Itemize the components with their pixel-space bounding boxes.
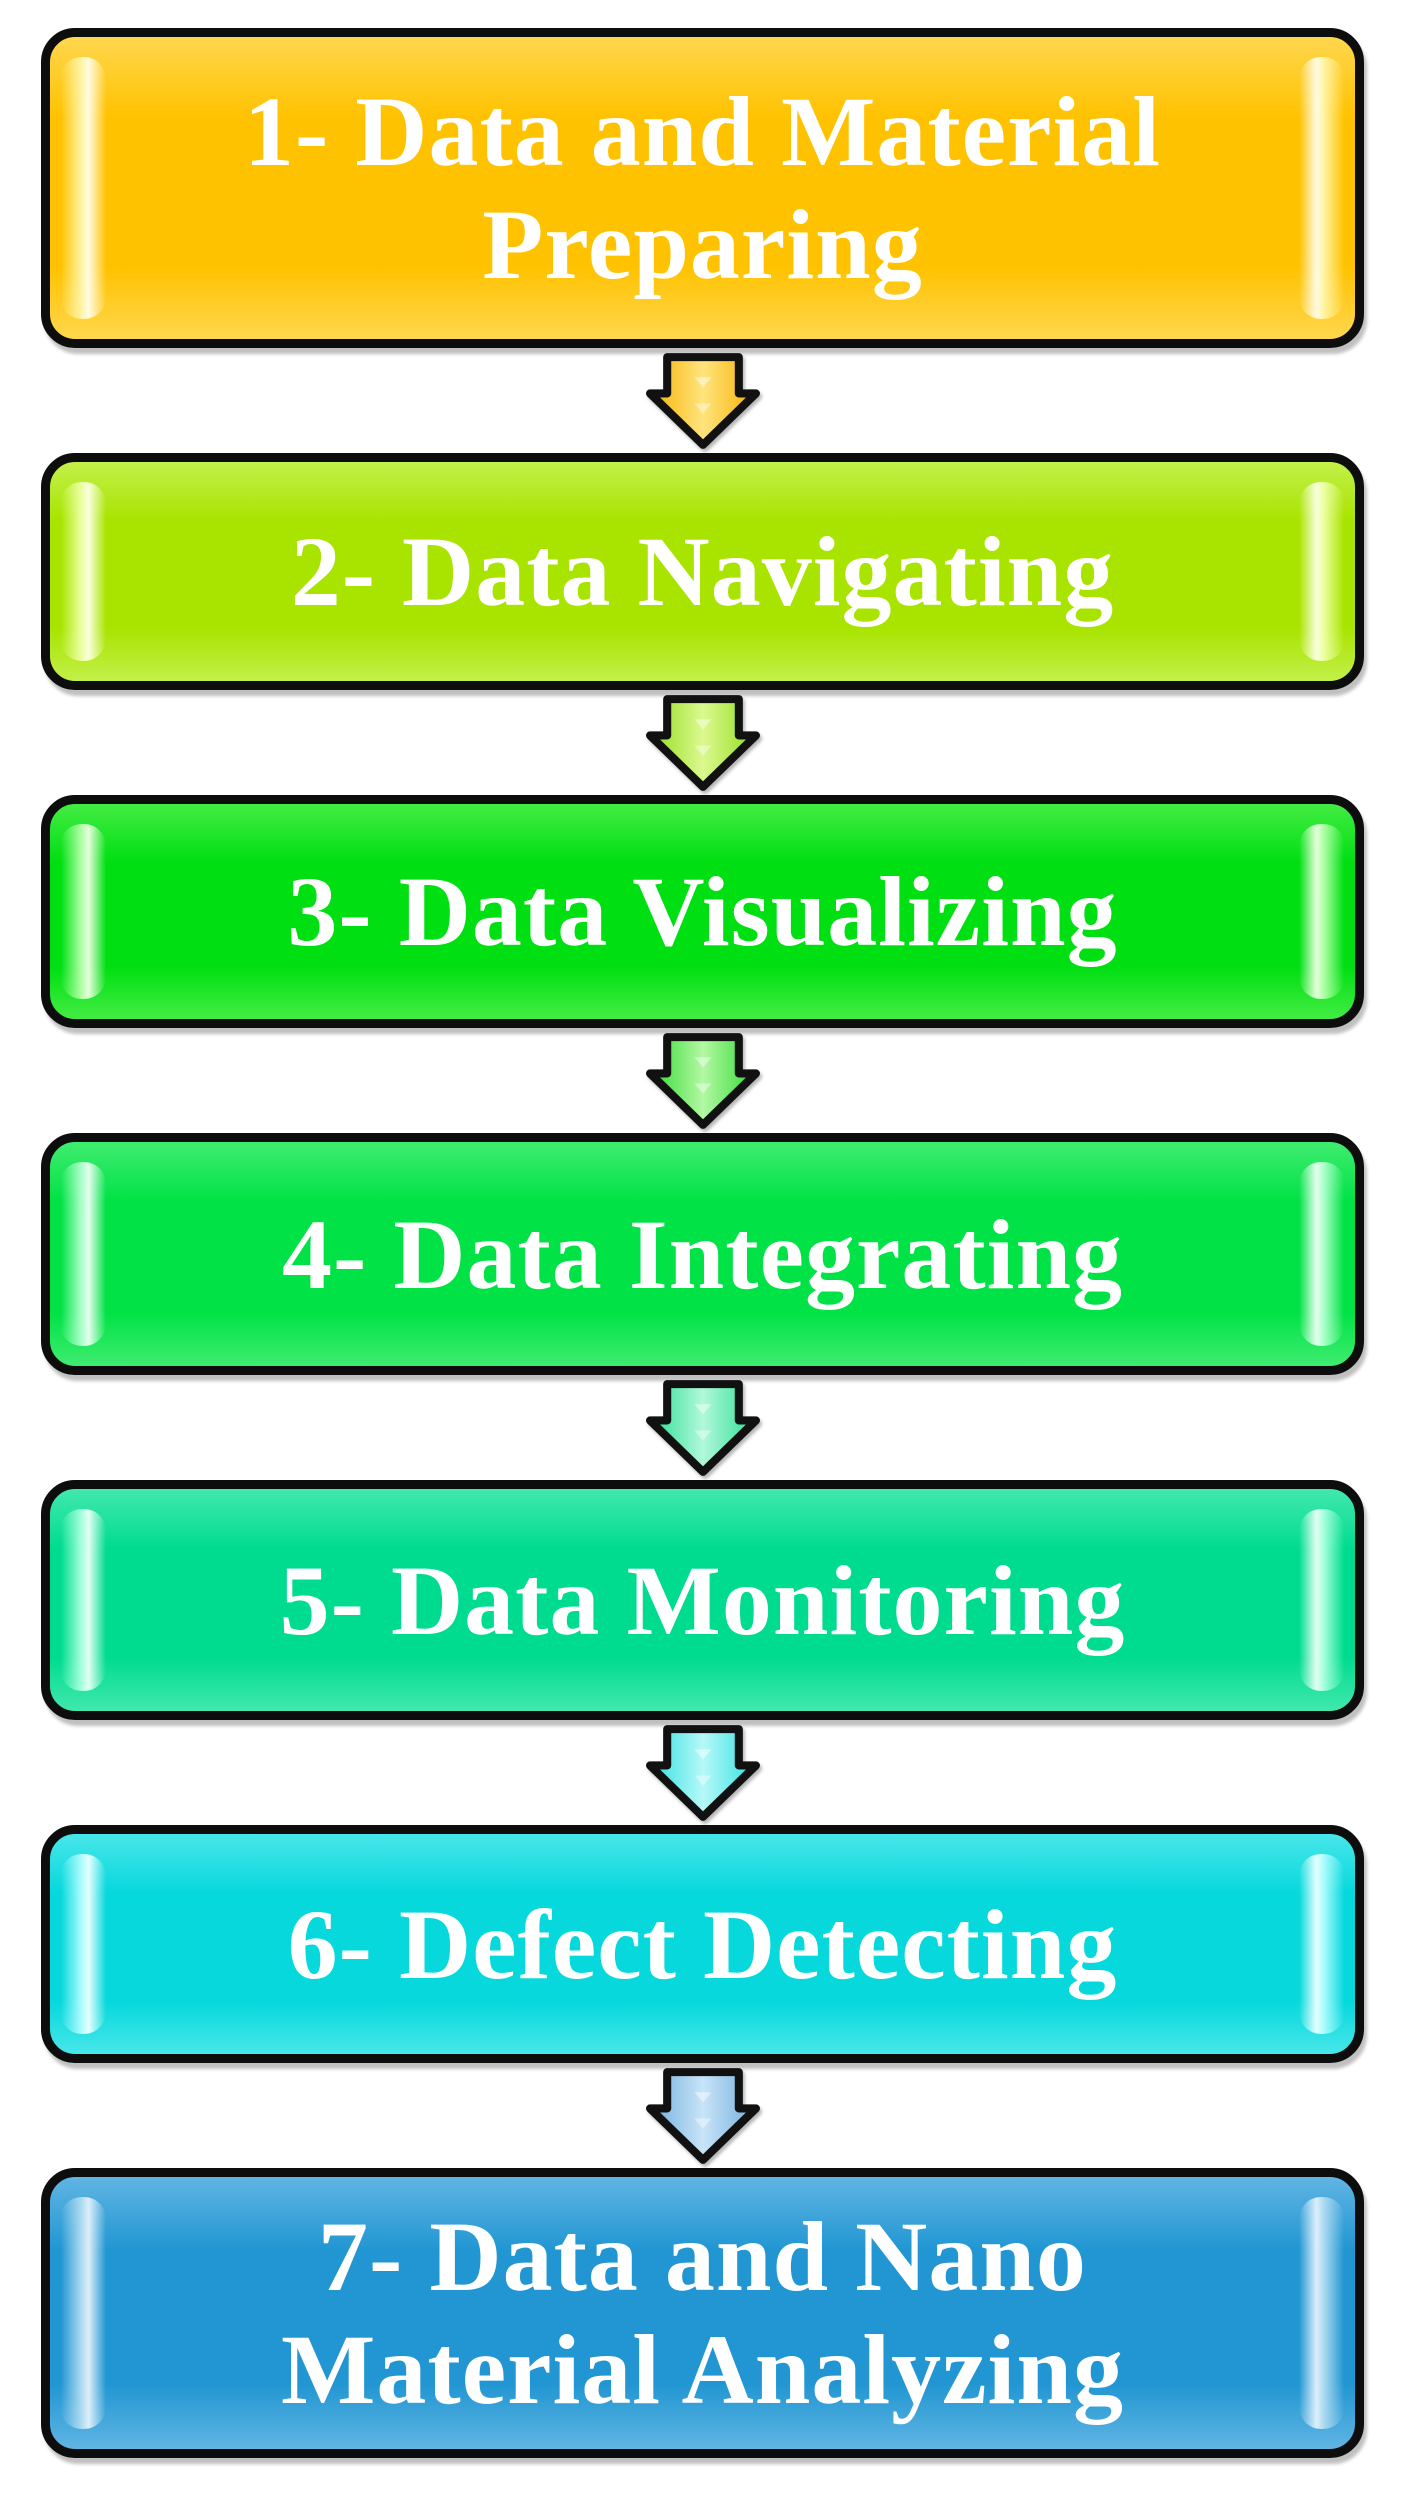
step-label-3: 3- Data Visualizing <box>287 856 1118 967</box>
step-box-2: 2- Data Navigating <box>41 453 1364 690</box>
step-box-4: 4- Data Integrating <box>41 1133 1364 1375</box>
step-label-7: 7- Data and Nano Material Analyzing <box>281 2201 1124 2425</box>
step-label-6: 6- Defect Detecting <box>287 1888 1118 2000</box>
arrow-slot-6 <box>645 2063 760 2168</box>
step-box-3: 3- Data Visualizing <box>41 795 1364 1028</box>
down-arrow-icon-4 <box>645 1379 760 1476</box>
arrow-slot-1 <box>645 348 760 453</box>
step-label-1: 1- Data and Material Preparing <box>243 76 1162 300</box>
step-box-7: 7- Data and Nano Material Analyzing <box>41 2168 1364 2458</box>
down-arrow-icon-2 <box>645 694 760 791</box>
arrow-slot-2 <box>645 690 760 795</box>
arrow-slot-4 <box>645 1375 760 1480</box>
step-box-5: 5- Data Monitoring <box>41 1480 1364 1720</box>
step-label-5: 5- Data Monitoring <box>279 1544 1126 1656</box>
step-box-1: 1- Data and Material Preparing <box>41 28 1364 348</box>
step-label-2: 2- Data Navigating <box>290 516 1115 627</box>
step-label-4: 4- Data Integrating <box>281 1198 1124 1310</box>
arrow-slot-3 <box>645 1028 760 1133</box>
down-arrow-icon-1 <box>645 352 760 449</box>
down-arrow-icon-6 <box>645 2067 760 2164</box>
down-arrow-icon-5 <box>645 1724 760 1821</box>
arrow-slot-5 <box>645 1720 760 1825</box>
step-box-6: 6- Defect Detecting <box>41 1825 1364 2063</box>
down-arrow-icon-3 <box>645 1032 760 1129</box>
